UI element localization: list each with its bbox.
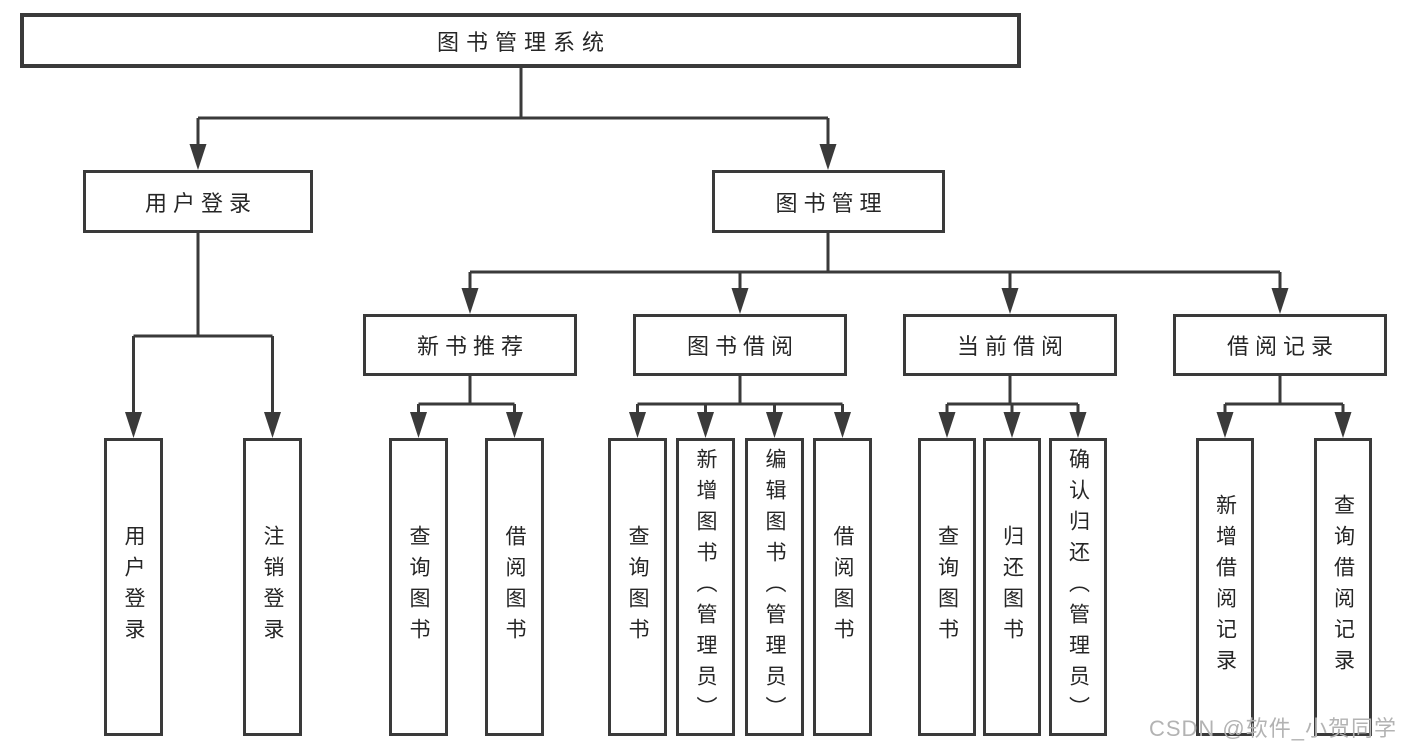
watermark-text: CSDN @软件_小贺同学 <box>1148 716 1397 741</box>
leaf-add-borrow-record-label: 新增借阅记录 <box>1213 494 1237 680</box>
leaf-edit-book-admin-label: 编辑图书（管理员） <box>763 447 786 727</box>
leaf-add-book-admin-label: 新增图书（管理员） <box>694 447 717 727</box>
leaf-logout-label: 注销登录 <box>261 525 284 649</box>
connector-root <box>196 68 830 150</box>
node-new-book-recommendation: 新书推荐 <box>363 314 577 376</box>
leaf-return-book: 归还图书 <box>983 438 1041 736</box>
leaf-borrow-book: 借阅图书 <box>813 438 872 736</box>
arrow-icon <box>697 412 714 438</box>
leaf-add-borrow-record: 新增借阅记录 <box>1196 438 1254 736</box>
node-book-management-label: 图书管理 <box>775 190 888 216</box>
leaf-edit-book-admin: 编辑图书（管理员） <box>745 438 804 736</box>
arrow-icon <box>629 412 646 438</box>
node-root-label: 图书管理系统 <box>436 29 611 55</box>
leaf-query-borrow-record: 查询借阅记录 <box>1314 438 1372 736</box>
connector-user-login <box>132 233 274 418</box>
leaf-confirm-return-admin-label: 确认归还（管理员） <box>1066 447 1090 727</box>
node-user-login-label: 用户登录 <box>144 190 257 216</box>
leaf-borrow-book-recommend-label: 借阅图书 <box>503 525 526 649</box>
leaf-query-book-current-label: 查询图书 <box>935 525 959 649</box>
node-root: 图书管理系统 <box>20 13 1021 68</box>
arrow-icon <box>819 144 837 170</box>
node-borrowing-records-label: 借阅记录 <box>1226 334 1339 359</box>
arrow-icon <box>1271 288 1289 314</box>
node-user-login: 用户登录 <box>83 170 313 233</box>
node-new-book-recommendation-label: 新书推荐 <box>416 334 529 359</box>
node-current-borrowing-label: 当前借阅 <box>956 334 1069 359</box>
connector-book-management <box>468 233 1282 294</box>
node-book-management: 图书管理 <box>712 170 945 233</box>
arrow-icon <box>766 412 783 438</box>
arrow-icon <box>264 412 281 438</box>
connector-borrow-records <box>1223 376 1345 418</box>
leaf-query-book-recommend-label: 查询图书 <box>407 525 430 649</box>
leaf-query-book-borrow: 查询图书 <box>608 438 667 736</box>
arrow-icon <box>461 288 479 314</box>
arrow-icon <box>125 412 142 438</box>
leaf-confirm-return-admin: 确认归还（管理员） <box>1049 438 1107 736</box>
arrow-icon <box>834 412 851 438</box>
leaf-query-book-borrow-label: 查询图书 <box>626 525 649 649</box>
connector-current-borrow <box>945 376 1080 418</box>
node-book-borrowing-label: 图书借阅 <box>686 334 799 359</box>
arrow-icon <box>1216 412 1234 438</box>
arrow-icon <box>1334 412 1352 438</box>
connector-new-book <box>417 376 516 418</box>
arrow-icon <box>1003 412 1021 438</box>
leaf-borrow-book-recommend: 借阅图书 <box>485 438 544 736</box>
connector-book-borrow <box>636 376 844 418</box>
arrow-icon <box>1001 288 1019 314</box>
leaf-query-book-recommend: 查询图书 <box>389 438 448 736</box>
arrow-icon <box>1069 412 1087 438</box>
arrow-icon <box>506 412 523 438</box>
arrowheads <box>125 144 1352 438</box>
arrow-icon <box>189 144 207 170</box>
arrow-icon <box>731 288 749 314</box>
arrow-icon <box>938 412 956 438</box>
leaf-return-book-label: 归还图书 <box>1000 525 1024 649</box>
arrow-icon <box>410 412 427 438</box>
leaf-user-login-label: 用户登录 <box>122 525 145 649</box>
node-book-borrowing: 图书借阅 <box>633 314 847 376</box>
leaf-add-book-admin: 新增图书（管理员） <box>676 438 735 736</box>
leaf-query-book-current: 查询图书 <box>918 438 976 736</box>
node-current-borrowing: 当前借阅 <box>903 314 1117 376</box>
node-borrowing-records: 借阅记录 <box>1173 314 1387 376</box>
leaf-query-borrow-record-label: 查询借阅记录 <box>1331 494 1355 680</box>
leaf-logout: 注销登录 <box>243 438 302 736</box>
leaf-borrow-book-label: 借阅图书 <box>831 525 854 649</box>
leaf-user-login: 用户登录 <box>104 438 163 736</box>
